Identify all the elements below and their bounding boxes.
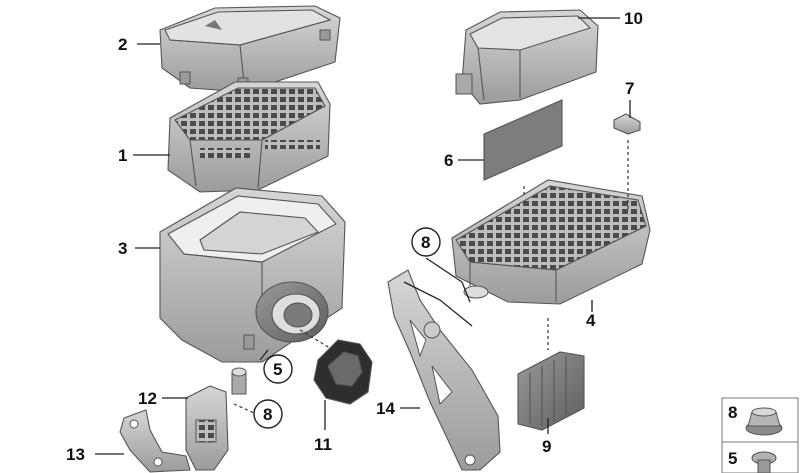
label-part-8-circled-lower: 8 [263,405,272,424]
label-part-11: 11 [314,435,332,454]
assembly-lines [233,140,629,415]
housing-part-3 [159,187,346,363]
label-part-4: 4 [586,311,596,330]
part-labels: 2 1 3 10 6 7 4 9 11 12 13 14 8 5 8 [66,9,643,464]
module-part-10 [455,9,599,105]
label-part-5-circled: 5 [273,360,282,379]
leader-lines [95,17,631,455]
label-part-2: 2 [118,35,127,54]
fastener-legend: 8 5 [721,397,799,473]
sensor-part-12 [185,367,247,471]
legend-item-5: 5 [728,449,737,468]
label-part-7: 7 [625,79,634,98]
label-part-13: 13 [66,445,85,464]
legend-item-8: 8 [728,403,737,422]
cover-part-2 [159,5,341,93]
label-part-9: 9 [542,437,551,456]
bracket-part-13 [119,409,191,473]
label-part-12: 12 [138,389,157,408]
screw-icon [751,451,777,473]
connector-part-9 [517,351,585,431]
label-part-10: 10 [624,9,643,28]
label-part-6: 6 [444,151,453,170]
label-part-8-circled: 8 [421,233,430,252]
grommet-part-11 [313,339,373,405]
label-part-1: 1 [118,146,127,165]
fuse-carrier-part-1 [167,81,331,193]
label-part-14: 14 [376,399,395,418]
bracket-part-14 [387,269,501,471]
label-part-3: 3 [118,239,127,258]
foil-part-6 [483,99,563,181]
nut-icon [745,407,783,436]
fusebox-part-4 [451,179,651,305]
clip-part-7 [613,113,641,135]
